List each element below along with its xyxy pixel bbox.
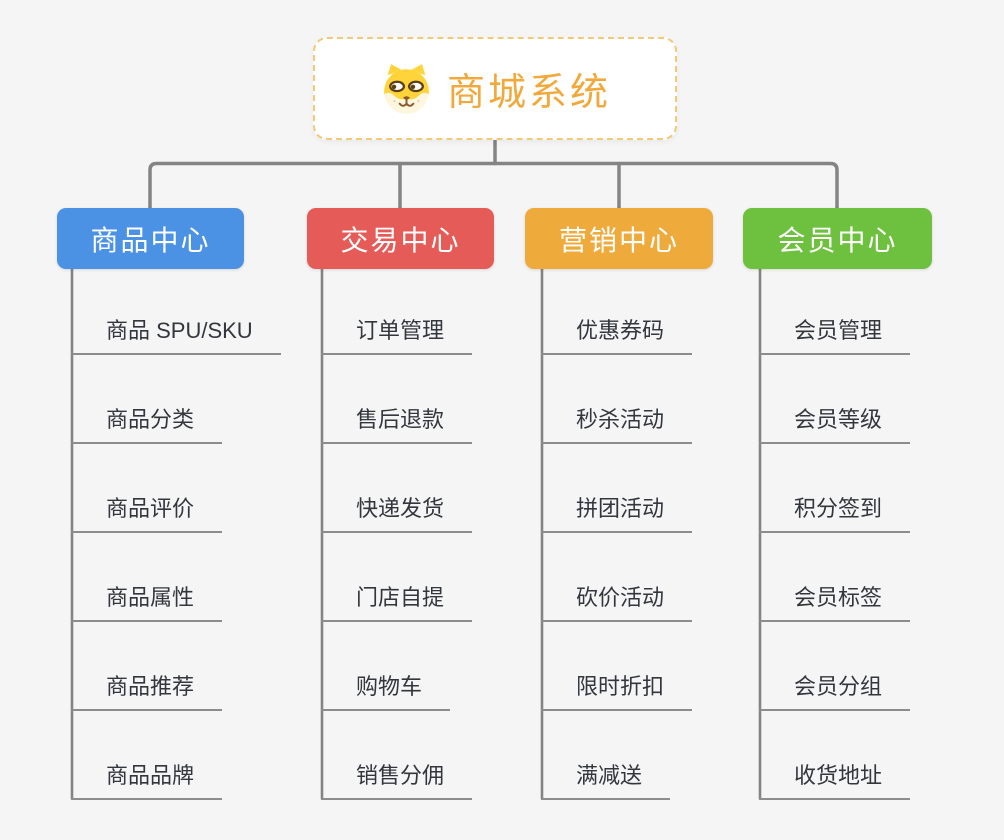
child-topic[interactable]: 收货地址	[759, 754, 911, 800]
root-topic[interactable]: 商城系统	[313, 37, 677, 140]
child-topic[interactable]: 购物车	[321, 665, 451, 711]
branch-label: 商品中心	[90, 224, 211, 256]
child-topic[interactable]: 商品分类	[71, 398, 223, 444]
child-topic[interactable]: 商品品牌	[71, 754, 223, 800]
child-topic[interactable]: 快递发货	[321, 487, 473, 533]
branch-label: 营销中心	[558, 224, 679, 256]
branch-node-product-center[interactable]: 商品中心	[57, 208, 244, 269]
child-topic[interactable]: 砍价活动	[541, 576, 693, 622]
root-topic-label: 商城系统	[446, 72, 611, 114]
child-topic[interactable]: 积分签到	[759, 487, 911, 533]
child-topic[interactable]: 门店自提	[321, 576, 473, 622]
child-topic[interactable]: 优惠券码	[541, 309, 693, 355]
child-topic[interactable]: 商品推荐	[71, 665, 223, 711]
child-topic[interactable]: 会员分组	[759, 665, 911, 711]
branch-label: 会员中心	[777, 224, 898, 256]
child-topic[interactable]: 会员标签	[759, 576, 911, 622]
branch-node-trade-center[interactable]: 交易中心	[307, 208, 494, 269]
child-topic[interactable]: 销售分佣	[321, 754, 473, 800]
branch-label: 交易中心	[340, 224, 461, 256]
child-topic[interactable]: 订单管理	[321, 309, 473, 355]
child-topic[interactable]: 售后退款	[321, 398, 473, 444]
branch-node-marketing-center[interactable]: 营销中心	[525, 208, 713, 269]
child-topic[interactable]: 商品评价	[71, 487, 223, 533]
child-topic[interactable]: 秒杀活动	[541, 398, 693, 444]
child-topic[interactable]: 会员管理	[759, 309, 911, 355]
child-topic[interactable]: 商品属性	[71, 576, 223, 622]
child-topic[interactable]: 会员等级	[759, 398, 911, 444]
branch-node-member-center[interactable]: 会员中心	[743, 208, 932, 269]
child-topic[interactable]: 拼团活动	[541, 487, 693, 533]
child-topic[interactable]: 商品 SPU/SKU	[71, 309, 281, 355]
child-topic[interactable]: 限时折扣	[541, 665, 693, 711]
dog-face-icon	[384, 63, 429, 114]
child-topic[interactable]: 满减送	[541, 754, 671, 800]
